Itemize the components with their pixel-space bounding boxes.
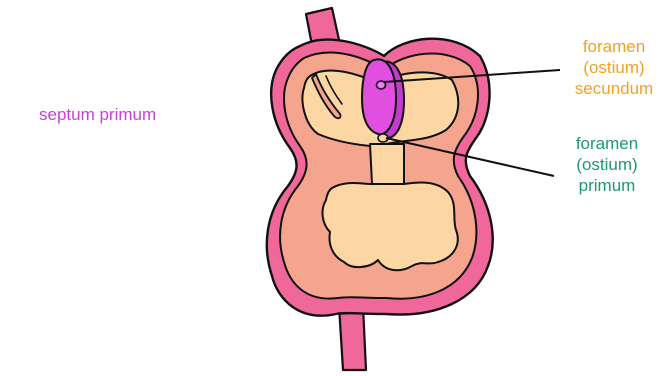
septum-primum (362, 59, 396, 134)
foramen-primum-label: foramen (ostium) primum (562, 133, 652, 196)
septum-primum-label: septum primum (39, 104, 169, 125)
foramen-secundum-label-line1: foramen (564, 36, 664, 57)
foramen-primum-label-line1: foramen (562, 133, 652, 154)
foramen-secundum-label-line3: secundum (564, 78, 664, 99)
foramen-primum-label-line3: primum (562, 175, 652, 196)
foramen-primum-label-line2: (ostium) (562, 154, 652, 175)
foramen-secundum-label: foramen (ostium) secundum (564, 36, 664, 99)
foramen-secundum-label-line2: (ostium) (564, 57, 664, 78)
ventricular-chamber (323, 182, 458, 270)
atrioventricular-canal (370, 144, 404, 184)
lower-vessel (339, 306, 366, 370)
